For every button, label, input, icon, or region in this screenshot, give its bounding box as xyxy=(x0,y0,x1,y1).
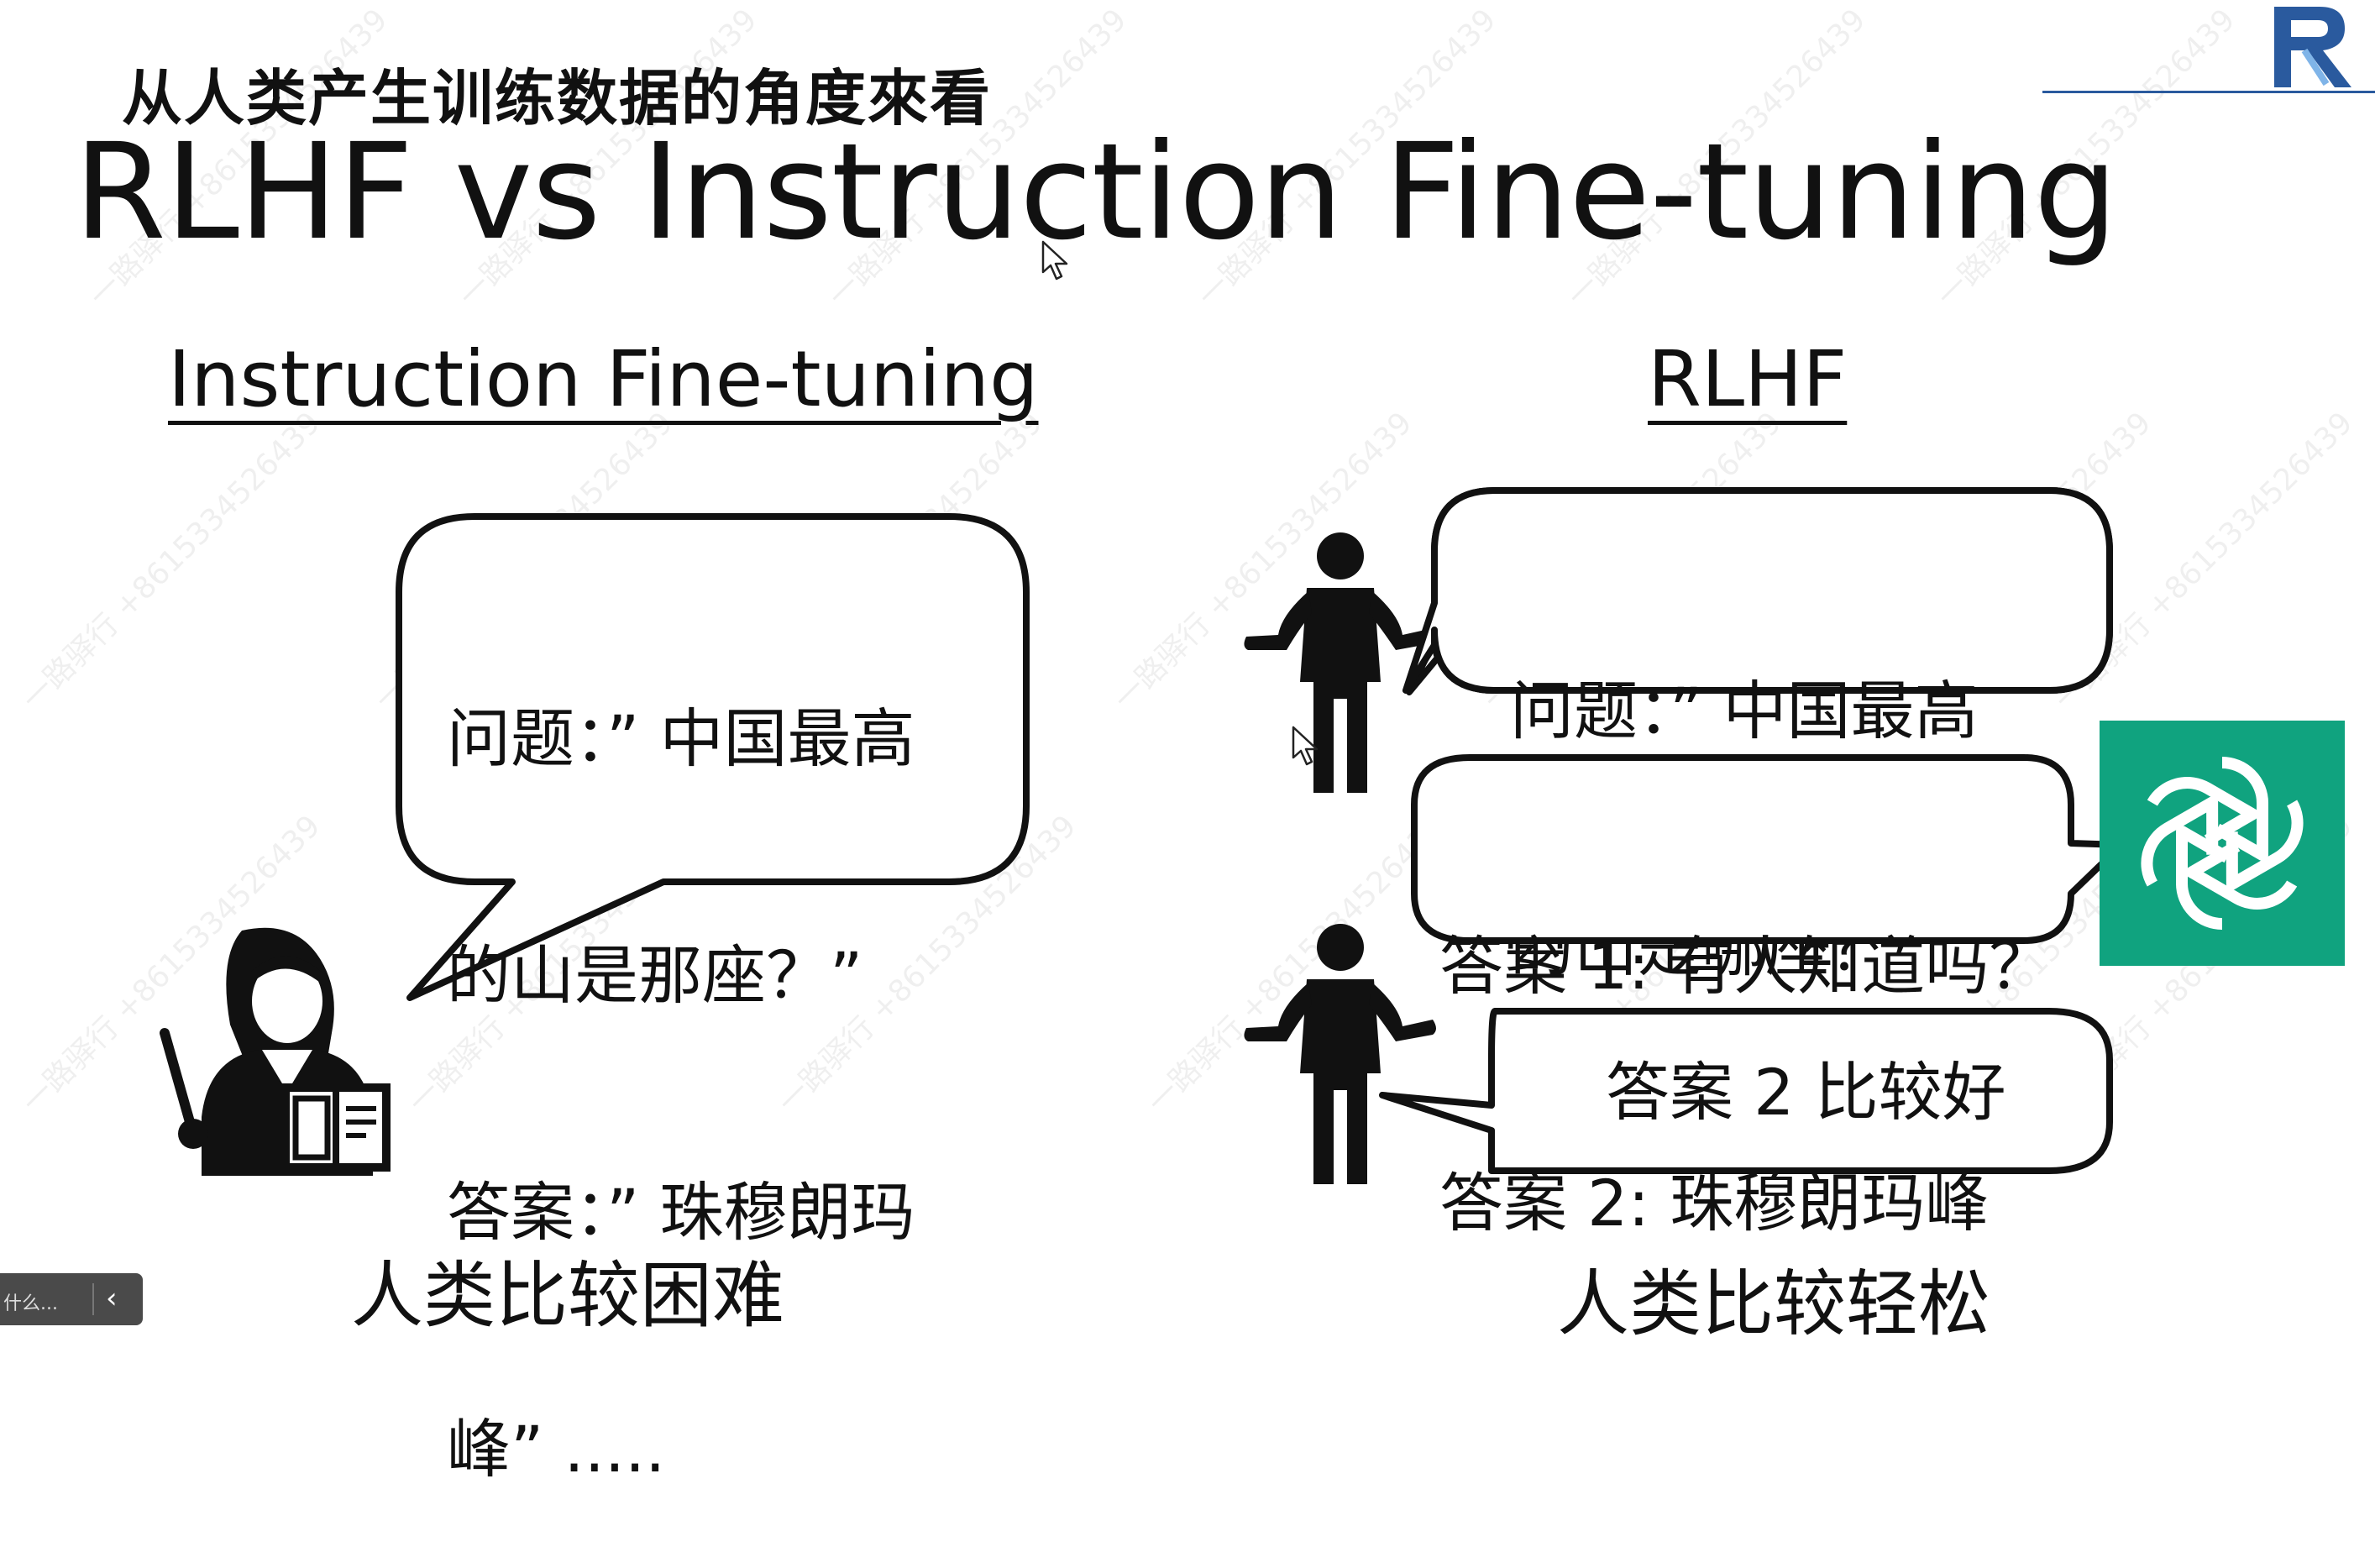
person-icon xyxy=(1244,532,1436,793)
bubble-line: 峰” ..... xyxy=(447,1412,666,1487)
chatgpt-logo-icon xyxy=(2141,757,2304,930)
header-rule xyxy=(2042,91,2375,93)
right-caption: 人类比较轻松 xyxy=(1557,1262,1990,1346)
cursor-icon xyxy=(1292,726,1319,766)
bubble-line: 答案：” 珠穆朗玛 xyxy=(447,1175,915,1250)
slide-title: RLHF vs Instruction Fine-tuning xyxy=(74,115,2118,270)
right-column-heading: RLHF xyxy=(1648,334,1848,424)
right-question-bubble xyxy=(1402,487,2113,695)
cursor-icon xyxy=(1041,240,1068,281)
left-bubble-text: 问题：” 中国最高 的山是那座？” 答案：” 珠穆朗玛 峰” ..... xyxy=(447,542,915,1568)
watermark-text: 一路驿行 +8615334526439 xyxy=(15,406,328,717)
left-column-heading: Instruction Fine-tuning xyxy=(168,334,1039,424)
left-caption: 人类比较困难 xyxy=(351,1254,784,1338)
person-icon xyxy=(1244,924,1436,1184)
right-answers-text: 答案 1: 有人知道吗？ 答案 2: 珠穆朗玛峰 xyxy=(1439,769,2053,1322)
brand-logo-icon xyxy=(2274,7,2351,87)
presentation-nav-bar[interactable]: 什么... ‹ xyxy=(0,1273,143,1325)
bubble-line: 答案 2: 珠穆朗玛峰 xyxy=(1439,1166,1990,1240)
chevron-left-icon[interactable]: ‹ xyxy=(106,1282,118,1315)
right-judge-text: 答案 2 比较好 xyxy=(1606,1055,2006,1130)
slide-subtitle: 从人类产生训练数据的角度來看 xyxy=(122,63,993,134)
right-answers-bubble xyxy=(1411,754,2125,944)
bubble-line: 的山是那座？” xyxy=(447,938,863,1013)
right-judge-bubble xyxy=(1379,1008,2113,1174)
nav-bar-divider xyxy=(92,1283,94,1315)
bubble-line: 问题：” 中国最高 xyxy=(447,701,915,776)
bubble-line: 答案 1: 有人知道吗？ xyxy=(1439,929,2053,1004)
nav-bar-label: 什么... xyxy=(3,1293,58,1314)
teacher-icon xyxy=(160,927,391,1176)
left-speech-bubble xyxy=(396,513,1030,1001)
bubble-line: 问题：” 中国最高 xyxy=(1510,674,1979,748)
